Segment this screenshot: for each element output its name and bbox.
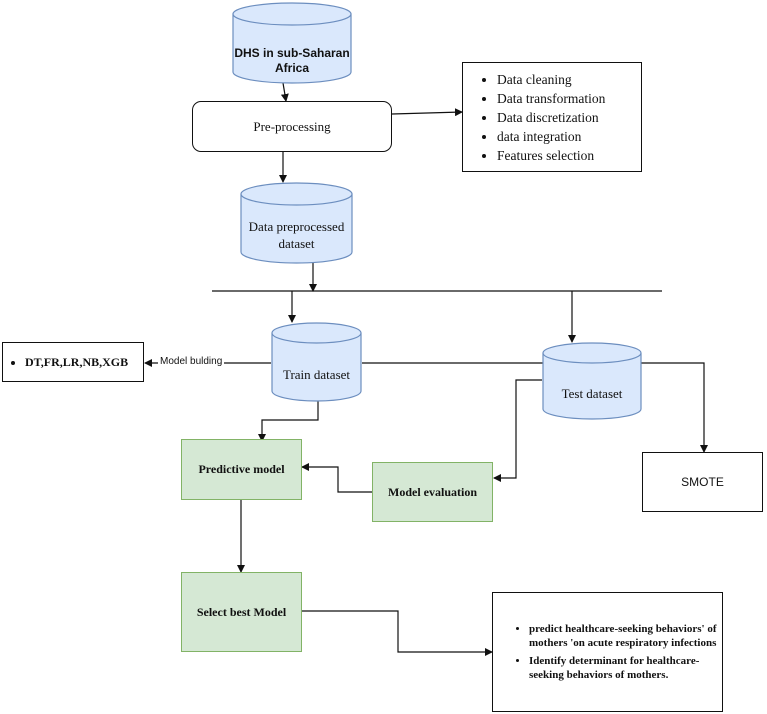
model-evaluation-node: Model evaluation (372, 462, 493, 522)
smote-label: SMOTE (681, 475, 724, 489)
edge-train-to-predictive (258, 400, 319, 442)
train-label: Train dataset (282, 367, 351, 382)
models-list: DT,FR,LR,NB,XGB (7, 355, 128, 370)
edge-preprocessing-to-steps (391, 108, 463, 117)
step-item: data integration (497, 127, 605, 146)
outcomes-list: predict healthcare-seeking behaviors' of… (511, 622, 718, 682)
step-item: Features selection (497, 146, 605, 165)
outcomes-box: predict healthcare-seeking behaviors' of… (492, 592, 723, 712)
edge-select-to-outcomes (302, 610, 493, 656)
outcome-item: predict healthcare-seeking behaviors' of… (529, 622, 718, 650)
model-building-label: Model bulding (158, 356, 225, 367)
test-database: Test dataset (542, 342, 642, 420)
edge-evaluation-to-predictive (301, 463, 372, 493)
preprocessing-steps-list: Data cleaning Data transformation Data d… (479, 70, 605, 165)
test-label: Test dataset (561, 386, 623, 401)
predictive-model-label: Predictive model (198, 462, 285, 476)
preprocessed-label: Data preprocessed dataset (248, 219, 345, 251)
step-item: Data transformation (497, 89, 605, 108)
select-best-model-node: Select best Model (181, 572, 302, 652)
preprocessing-label: Pre-processing (253, 118, 331, 134)
model-evaluation-label: Model evaluation (388, 484, 477, 499)
train-database: Train dataset (271, 322, 362, 402)
dhs-database: DHS in sub-Saharan Africa (232, 2, 352, 84)
preprocessing-node: Pre-processing (192, 101, 392, 152)
edge-dhs-to-preprocessing (280, 82, 289, 102)
outcome-item: Identify determinant for healthcare-seek… (529, 654, 718, 682)
smote-node: SMOTE (642, 452, 763, 512)
step-item: Data discretization (497, 108, 605, 127)
preprocessing-steps-box: Data cleaning Data transformation Data d… (462, 62, 642, 172)
predictive-model-node: Predictive model (181, 439, 302, 500)
preprocessed-database: Data preprocessed dataset (240, 182, 353, 264)
step-item: Data cleaning (497, 70, 605, 89)
models-box: DT,FR,LR,NB,XGB (2, 342, 144, 382)
edge-train-to-smote (362, 362, 708, 453)
model-item: DT,FR,LR,NB,XGB (25, 355, 128, 370)
dhs-label: DHS in sub-Saharan Africa (234, 46, 350, 75)
select-best-model-label: Select best Model (196, 604, 287, 619)
edge-test-to-evaluation (493, 379, 542, 482)
